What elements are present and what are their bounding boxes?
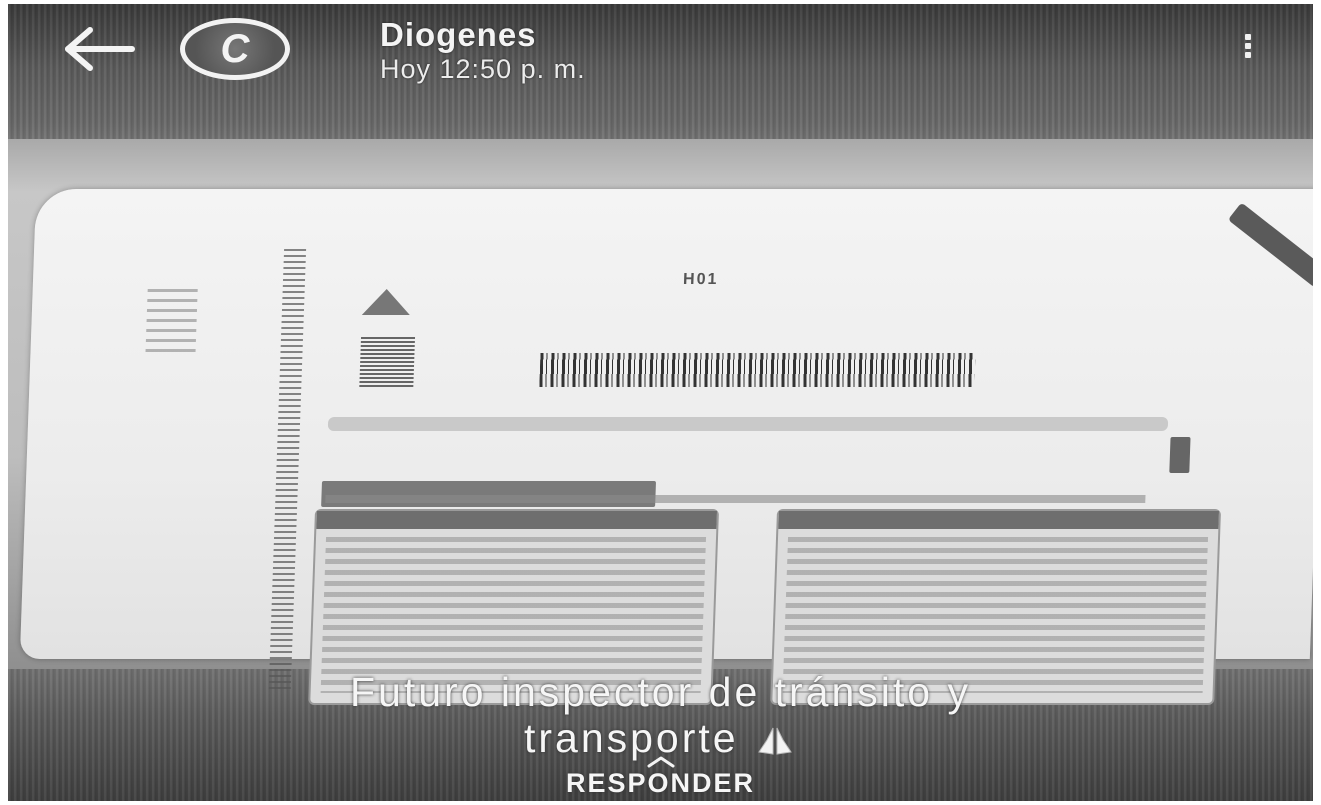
sheet-side-tab [1169,437,1191,473]
sheet-code: H01 [682,271,719,288]
back-button[interactable] [58,24,138,74]
answer-sheet-image: H01 [19,189,1313,705]
reply-button[interactable]: RESPONDER [8,756,1313,801]
avatar-letter: C [220,26,250,71]
praying-hands-icon [758,727,792,755]
sheet-notice-box [321,481,657,507]
answer-panel-right-header [778,511,1219,529]
sheet-timing-marks [268,249,307,689]
status-header: C Diogenes Hoy 12:50 p. m. [8,4,1313,134]
avatar[interactable]: C [180,18,290,80]
more-vertical-icon [1245,34,1251,40]
chevron-up-icon [647,756,674,768]
arrow-left-icon [65,27,135,71]
status-timestamp: Hoy 12:50 p. m. [380,54,586,84]
sheet-left-marks [145,289,198,359]
sheet-name-strip [327,417,1169,431]
triangle-logo [361,289,411,315]
sheet-notice-line [325,495,1146,503]
status-caption: Futuro inspector de tránsito y transport… [8,669,1313,761]
answer-panel-left-header [316,511,717,529]
caption-line-2: transporte [523,715,739,761]
caption-line-1: Futuro inspector de tránsito y [350,669,971,715]
more-options-button[interactable] [1242,34,1254,64]
sheet-small-barcode [359,337,416,387]
status-viewer-screen: C Diogenes Hoy 12:50 p. m. H01 [8,4,1313,801]
contact-name[interactable]: Diogenes [380,16,537,53]
status-photo: H01 [8,139,1313,705]
reply-label: RESPONDER [565,768,756,798]
sheet-barcode [539,353,976,387]
